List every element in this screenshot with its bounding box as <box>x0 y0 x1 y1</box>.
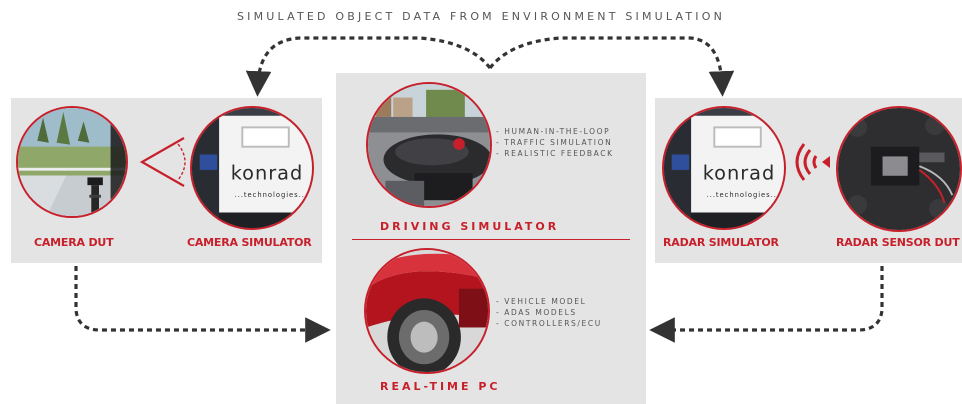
radar-sensor-label: RADAR SENSOR DUT <box>836 236 960 249</box>
section-divider <box>352 239 630 240</box>
radar-simulator-label: RADAR SIMULATOR <box>663 236 779 249</box>
camera-simulator-image: konrad ...technologies... <box>190 106 314 230</box>
bullet-item: - CONTROLLERS/ECU <box>496 319 602 328</box>
bullet-item: - ADAS MODELS <box>496 308 577 317</box>
realtime-pc-image <box>364 248 490 374</box>
radar-simulator-image: konrad ...technologies... <box>662 106 786 230</box>
camera-fov-icon <box>139 137 186 187</box>
radar-sensor-image <box>836 106 962 232</box>
realtime-pc-bullets: - VEHICLE MODEL - ADAS MODELS - CONTROLL… <box>496 296 602 329</box>
brand-logo: konrad <box>231 162 304 185</box>
bullet-item: - REALISTIC FEEDBACK <box>496 149 614 158</box>
camera-simulator-label: CAMERA SIMULATOR <box>187 236 312 249</box>
radar-wave-icon <box>795 143 830 181</box>
dashed-arrow-icon <box>74 266 331 343</box>
driving-simulator-image <box>366 82 492 208</box>
svg-text:...technologies...: ...technologies... <box>235 191 308 199</box>
realtime-pc-label: REAL-TIME PC <box>380 380 501 393</box>
dashed-arrow-icon <box>245 36 492 97</box>
svg-text:...technologies...: ...technologies... <box>707 191 780 199</box>
diagram-title: SIMULATED OBJECT DATA FROM ENVIRONMENT S… <box>236 10 726 23</box>
dashed-arrow-icon <box>488 36 735 97</box>
camera-dut-image <box>16 106 128 218</box>
dashed-arrow-icon <box>649 266 884 343</box>
driving-simulator-label: DRIVING SIMULATOR <box>380 220 560 233</box>
camera-dut-label: CAMERA DUT <box>34 236 114 249</box>
driving-simulator-bullets: - HUMAN-IN-THE-LOOP - TRAFFIC SIMULATION… <box>496 126 614 159</box>
brand-logo: konrad <box>703 162 776 185</box>
bullet-item: - VEHICLE MODEL <box>496 297 587 306</box>
bullet-item: - TRAFFIC SIMULATION <box>496 138 613 147</box>
bullet-item: - HUMAN-IN-THE-LOOP <box>496 127 611 136</box>
